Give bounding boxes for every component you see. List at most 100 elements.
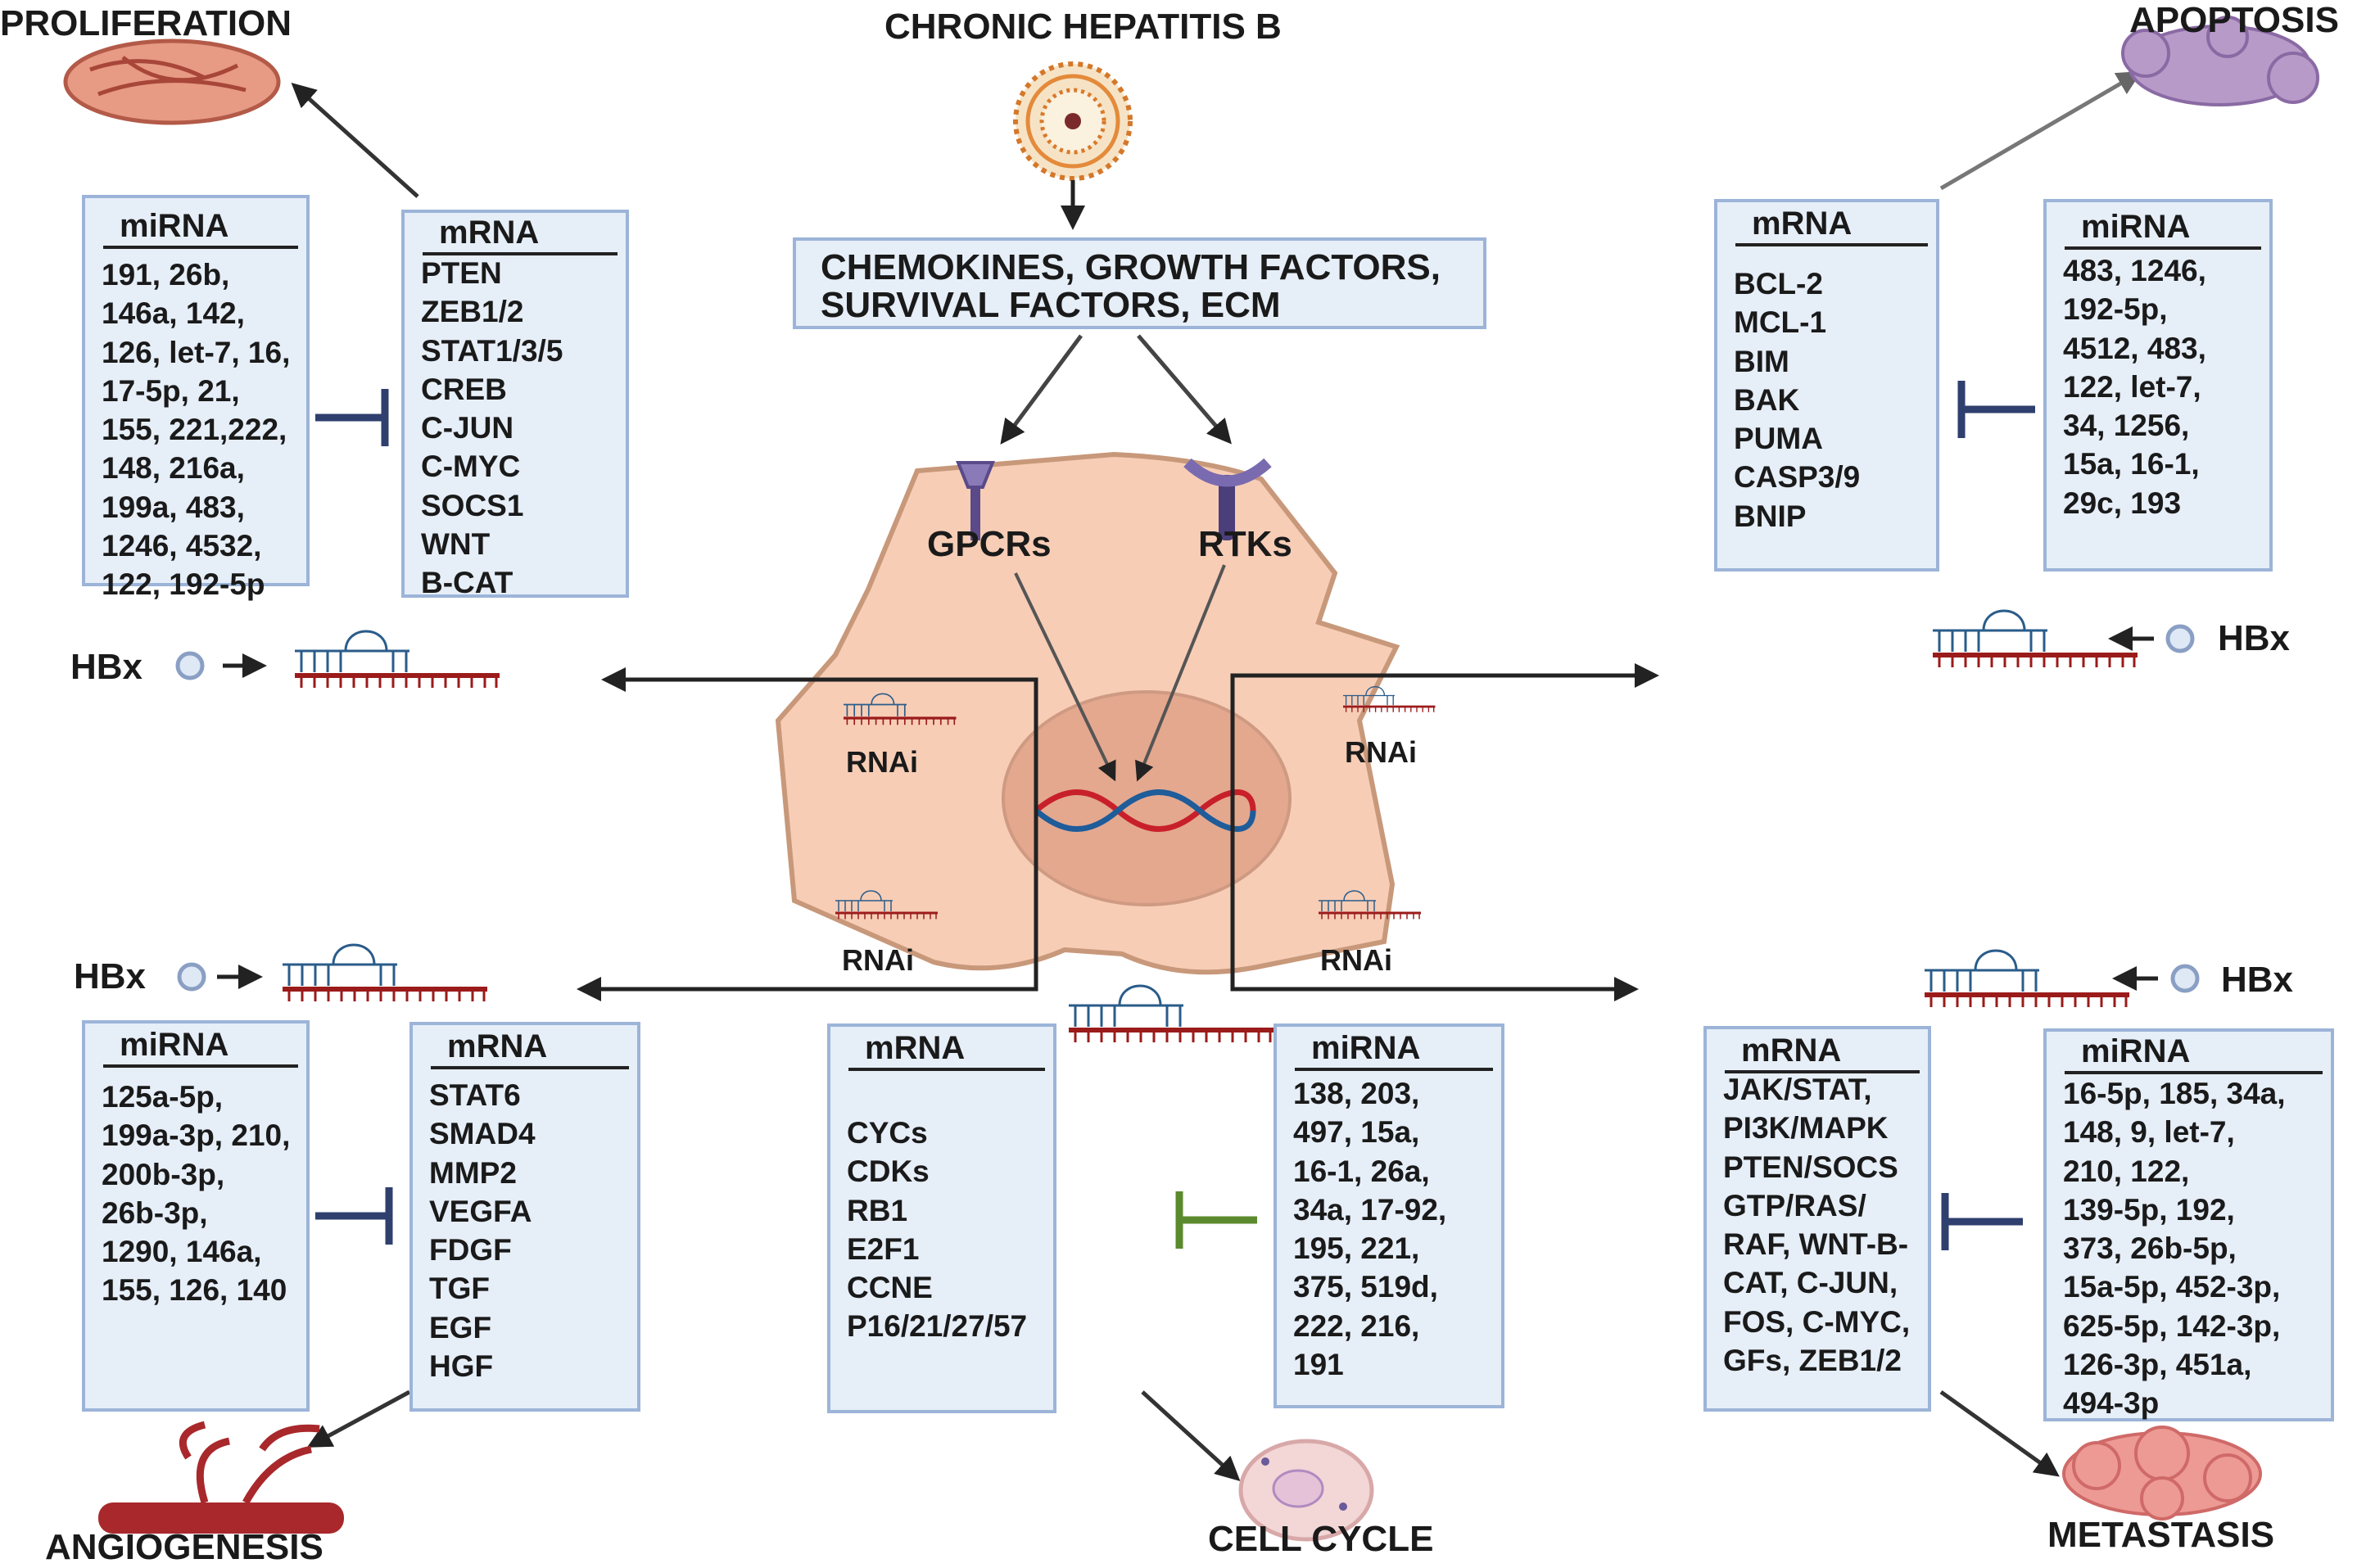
list-item: 126, let-7, 16,: [102, 335, 291, 369]
box-header: miRNA: [103, 1028, 298, 1068]
list-item: CASP3/9: [1734, 460, 1861, 495]
metastasis-label: METASTASIS: [2047, 1515, 2275, 1555]
list-item: 16-1, 26a,: [1293, 1154, 1430, 1188]
cell-cycle-label: CELL CYCLE: [1208, 1519, 1434, 1559]
list-item: TGF: [429, 1272, 490, 1306]
list-item: CDKs: [847, 1155, 930, 1189]
list-item: STAT6: [429, 1078, 521, 1112]
list-item: 4512, 483,: [2063, 331, 2206, 365]
list-item: BNIP: [1734, 499, 1807, 533]
dna-helix-icon: [1034, 789, 1256, 832]
angiogenesis-mrna-box: mRNA STAT6 SMAD4 MMP2 VEGFA FDGF TGF EGF…: [409, 1022, 640, 1412]
box-header: miRNA: [103, 210, 298, 249]
list-item: 192-5p,: [2063, 292, 2168, 327]
list-item: PTEN: [421, 256, 502, 290]
list-item: 483, 1246,: [2063, 254, 2206, 287]
nucleus: [1002, 690, 1292, 906]
list-item: 26b-3p,: [102, 1195, 208, 1230]
list-item: PI3K/MAPK: [1723, 1111, 1889, 1145]
list-item: 191, 26b,: [102, 258, 230, 291]
cell-cycle-mrna-box: mRNA CYCs CDKs RB1 E2F1 CCNE P16/21/27/5…: [827, 1023, 1056, 1413]
list-item: ZEB1/2: [421, 295, 524, 329]
blood-vessel-icon: [98, 1421, 344, 1534]
list-item: VEGFA: [429, 1194, 532, 1228]
list-item: 122, let-7,: [2063, 369, 2201, 404]
chronic-hepatitis-b-title: CHRONIC HEPATITIS B: [884, 7, 1282, 47]
mirna-hairpin-icon: [295, 631, 500, 688]
mirna-hairpin-icon: [1925, 951, 2129, 1007]
list-item: 494-3p: [2063, 1386, 2160, 1421]
box-header: mRNA: [1725, 1034, 1920, 1073]
list-item: 1290, 146a,: [102, 1235, 262, 1269]
list-item: 1246, 4532,: [102, 529, 262, 563]
rnai-label: RNAi: [1320, 943, 1392, 977]
factors-line-2: SURVIVAL FACTORS, ECM: [821, 285, 1281, 325]
factors-box: CHEMOKINES, GROWTH FACTORS, SURVIVAL FAC…: [793, 237, 1486, 329]
list-item: 222, 216,: [1293, 1308, 1420, 1343]
hbx-protein-icon: [175, 651, 205, 680]
mrna-list: JAK/STAT, PI3K/MAPK PTEN/SOCS GTP/RAS/ R…: [1723, 1070, 1921, 1380]
list-item: PUMA: [1734, 422, 1823, 456]
list-item: BIM: [1734, 344, 1789, 378]
list-item: MMP2: [429, 1155, 517, 1190]
list-item: 195, 221,: [1293, 1231, 1420, 1266]
list-item: 138, 203,: [1293, 1077, 1420, 1110]
metastasis-mrna-box: mRNA JAK/STAT, PI3K/MAPK PTEN/SOCS GTP/R…: [1703, 1026, 1931, 1412]
mirna-list: 138, 203, 497, 15a, 16-1, 26a, 34a, 17-9…: [1293, 1074, 1495, 1384]
list-item: 199a, 483,: [102, 490, 245, 524]
list-item: 155, 221,222,: [102, 413, 287, 447]
list-item: 34a, 17-92,: [1293, 1192, 1447, 1227]
angiogenesis-mirna-box: miRNA 125a-5p, 199a-3p, 210, 200b-3p, 26…: [82, 1020, 310, 1412]
list-item: WNT: [421, 527, 491, 562]
metastasis-cells-icon: [2062, 1426, 2262, 1521]
list-item: 191: [1293, 1348, 1344, 1382]
list-item: B-CAT: [421, 566, 513, 600]
list-item: STAT1/3/5: [421, 333, 563, 368]
mirna-hairpin-icon: [283, 945, 487, 1001]
inhibition-symbol: [1941, 1193, 2023, 1250]
mirna-list: 16-5p, 185, 34a, 148, 9, let-7, 210, 122…: [2063, 1074, 2324, 1423]
list-item: 122, 192-5p: [102, 567, 265, 602]
list-item: 625-5p, 142-3p,: [2063, 1308, 2281, 1343]
mrna-list: BCL-2 MCL-1 BIM BAK PUMA CASP3/9 BNIP: [1734, 264, 1929, 535]
list-item: 29c, 193: [2063, 486, 2182, 520]
gpcr-receptor-icon: [956, 461, 995, 540]
mirna-list: 191, 26b, 146a, 142, 126, let-7, 16, 17-…: [102, 255, 300, 604]
list-item: HGF: [429, 1349, 494, 1384]
rtk-receptor-icon: [1183, 458, 1272, 540]
rtks-label: RTKs: [1198, 524, 1292, 564]
list-item: FOS, C-MYC,: [1723, 1304, 1911, 1339]
list-item: CAT, C-JUN,: [1723, 1266, 1898, 1300]
list-item: SOCS1: [421, 488, 524, 522]
list-item: 15a, 16-1,: [2063, 447, 2200, 481]
box-header: mRNA: [431, 1030, 629, 1069]
list-item: JAK/STAT,: [1723, 1073, 1872, 1106]
list-item: 125a-5p,: [102, 1080, 224, 1114]
list-item: CREB: [421, 372, 507, 406]
box-header: mRNA: [848, 1032, 1045, 1071]
list-item: C-MYC: [421, 450, 521, 484]
list-item: 17-5p, 21,: [102, 373, 240, 408]
hbx-protein-icon: [2170, 964, 2200, 993]
list-item: RAF, WNT-B-: [1723, 1227, 1909, 1262]
angiogenesis-label: ANGIOGENESIS: [45, 1527, 323, 1567]
apoptosis-mrna-box: mRNA BCL-2 MCL-1 BIM BAK PUMA CASP3/9 BN…: [1714, 199, 1939, 572]
apoptosis-label: APOPTOSIS: [2129, 0, 2339, 40]
list-item: 200b-3p,: [102, 1157, 225, 1191]
list-item: PTEN/SOCS: [1723, 1150, 1898, 1184]
list-item: 199a-3p, 210,: [102, 1118, 291, 1153]
mrna-list: STAT6 SMAD4 MMP2 VEGFA FDGF TGF EGF HGF: [429, 1076, 631, 1385]
mirna-list: 125a-5p, 199a-3p, 210, 200b-3p, 26b-3p, …: [102, 1078, 300, 1310]
list-item: EGF: [429, 1310, 492, 1344]
list-item: MCL-1: [1734, 305, 1827, 340]
box-header: mRNA: [423, 216, 618, 255]
cell-cycle-icon: [1238, 1439, 1374, 1542]
list-item: 16-5p, 185, 34a,: [2063, 1077, 2286, 1110]
proliferation-label: PROLIFERATION: [0, 3, 292, 43]
mirna-hairpin-icon: [1933, 611, 2138, 667]
box-header: mRNA: [1735, 207, 1928, 246]
mrna-list: PTEN ZEB1/2 STAT1/3/5 CREB C-JUN C-MYC S…: [421, 254, 619, 603]
rnai-label: RNAi: [842, 943, 914, 977]
list-item: SMAD4: [429, 1117, 536, 1151]
proliferation-mrna-box: mRNA PTEN ZEB1/2 STAT1/3/5 CREB C-JUN C-…: [401, 210, 629, 599]
